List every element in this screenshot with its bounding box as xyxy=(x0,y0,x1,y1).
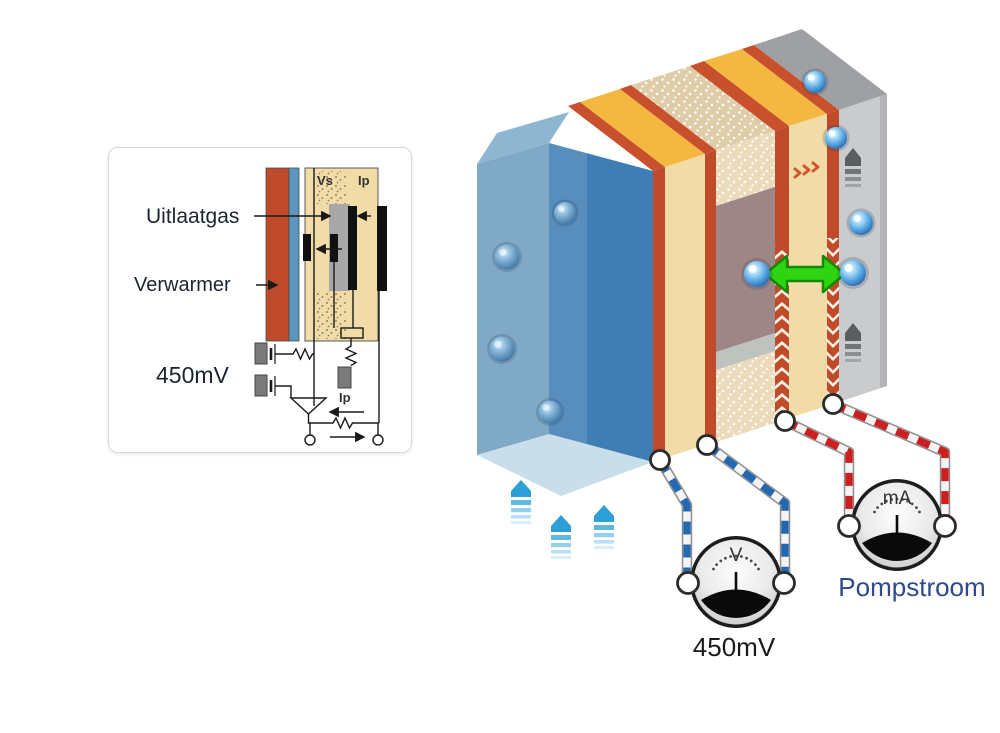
terminal xyxy=(649,449,671,471)
stack-top-faces xyxy=(568,29,887,171)
inset-resistor xyxy=(275,347,314,361)
inset-output-resistor xyxy=(307,414,379,430)
inset-ip-sense-label: Ip xyxy=(339,390,351,405)
ammeter-dial-sector xyxy=(862,532,932,562)
terminal xyxy=(774,410,796,432)
exhaust-flow-arrow-icon xyxy=(594,505,614,549)
exhaust-block-front-face xyxy=(549,143,653,462)
reference-block-edge xyxy=(880,94,887,389)
oxygen-molecule xyxy=(846,208,876,238)
inset-electrode xyxy=(377,206,387,291)
oxygen-molecule xyxy=(487,334,517,364)
diffusion-arrows-icon xyxy=(793,161,820,179)
electrode-top-4 xyxy=(742,45,839,114)
voltmeter-dial-sector xyxy=(701,589,771,619)
electrode-layer-1 xyxy=(653,167,665,462)
inset-connector xyxy=(340,327,364,339)
insulation-top-1 xyxy=(580,89,705,167)
inset-output-terminal xyxy=(304,434,316,446)
voltmeter: V xyxy=(676,536,796,628)
ammeter-wires xyxy=(779,398,951,531)
sensor-terminals xyxy=(649,393,844,471)
terminal xyxy=(696,434,718,456)
inset-ip-label: Ip xyxy=(358,173,370,188)
voltmeter-terminal-right xyxy=(772,571,796,595)
inset-output-terminal xyxy=(372,434,384,446)
voltmeter-terminal-left xyxy=(676,571,700,595)
inset-schematic: Vs Ip Uitlaatgas Verwarmer 450mV xyxy=(134,167,387,446)
electrode-top-2 xyxy=(620,85,716,154)
voltmeter-wire-right xyxy=(704,441,789,584)
inset-voltage-label: 450mV xyxy=(156,362,230,388)
oxygen-molecule xyxy=(492,242,522,272)
inset-battery xyxy=(254,342,268,365)
oxygen-molecule xyxy=(741,258,773,290)
exhaust-block-left-face xyxy=(477,143,549,455)
oxygen-molecules xyxy=(741,68,876,290)
chamber-floor xyxy=(716,333,775,370)
inset-layer-stack: Vs Ip xyxy=(265,167,387,342)
ammeter-caption: Pompstroom xyxy=(838,572,985,602)
inset-panel: Vs Ip Uitlaatgas Verwarmer 450mV xyxy=(108,147,412,453)
oxygen-molecule xyxy=(822,124,850,152)
voltmeter-scale xyxy=(712,554,760,571)
inset-electrode xyxy=(330,234,338,262)
inset-exhaust-label: Uitlaatgas xyxy=(146,205,239,228)
ammeter: mA xyxy=(837,479,957,571)
voltmeter-wires xyxy=(654,439,791,590)
inset-electrode xyxy=(303,234,311,261)
ammeter-wire-left xyxy=(783,417,853,525)
ceramic-layer-1 xyxy=(665,154,705,458)
exhaust-block-bottom xyxy=(477,434,653,496)
inset-opamp xyxy=(289,397,328,415)
ammeter-wire-right xyxy=(831,400,949,525)
voltmeter-unit: V xyxy=(730,545,743,566)
reference-block-top xyxy=(754,29,887,110)
voltmeter-wire-left xyxy=(656,458,691,584)
exhaust-flow-arrow-icon xyxy=(511,480,531,524)
ammeter-scale xyxy=(873,497,921,514)
oxygen-molecule xyxy=(551,199,579,227)
inset-insulation-layer xyxy=(288,167,300,342)
oxygen-molecule xyxy=(801,68,829,96)
oxygen-molecule xyxy=(536,398,564,426)
inset-sense-resistor xyxy=(344,338,358,367)
inset-heater-layer xyxy=(265,167,290,342)
porous-top-texture xyxy=(631,66,775,150)
oxygen-molecule xyxy=(837,257,869,289)
ammeter-terminal-left xyxy=(837,514,861,538)
inset-shunt xyxy=(337,366,352,389)
ammeter-terminal-right xyxy=(933,514,957,538)
voltmeter-caption: 450mV xyxy=(693,632,776,662)
electrode-top-1 xyxy=(568,102,665,171)
inset-heater-label: Verwarmer xyxy=(134,274,231,296)
electrode-top-3 xyxy=(690,61,789,131)
inset-vs-label: Vs xyxy=(317,173,333,188)
terminal xyxy=(822,393,844,415)
exhaust-flow-arrow-icon xyxy=(551,515,571,559)
insulation-top-2 xyxy=(704,49,827,126)
exhaust-gas-block xyxy=(477,112,653,496)
electrode-layer-2 xyxy=(705,150,716,445)
ammeter-unit: mA xyxy=(883,488,912,509)
inset-electrode xyxy=(348,206,357,290)
inset-porous-texture xyxy=(316,171,346,204)
inset-control-circuit: Ip xyxy=(254,243,384,446)
exhaust-block-top xyxy=(477,112,569,164)
inset-battery xyxy=(254,374,268,397)
